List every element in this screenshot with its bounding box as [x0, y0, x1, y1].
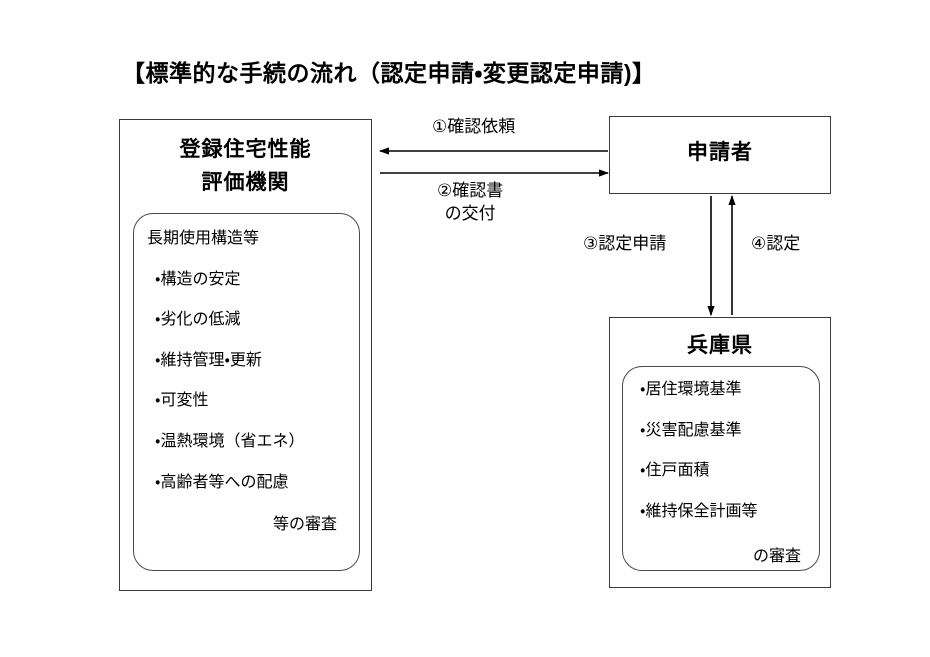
agency-title-line2: 評価機関 — [201, 170, 290, 194]
list-item: ・構造の安定 — [155, 270, 241, 288]
flow-label-step1: ①確認依頼 — [432, 117, 516, 136]
page-title: 【標準的な手続の流れ（認定申請・変更認定申請)】 — [122, 60, 656, 86]
agency-title-line1: 登録住宅性能 — [179, 138, 312, 161]
agency-box-title: 登録住宅性能 評価機関 — [120, 134, 371, 199]
list-item: ・高齢者等への配慮 — [155, 473, 289, 491]
list-item: ・劣化の低減 — [155, 311, 241, 329]
list-item: ・温熱環境（省エネ） — [155, 432, 305, 450]
prefecture-criteria-list: ・居住環境基準 ・災害配慮基準 ・住戸面積 ・維持保全計画等 — [623, 367, 819, 520]
list-item: ・災害配慮基準 — [640, 421, 742, 439]
list-item: ・維持保全計画等 — [640, 502, 758, 520]
agency-criteria-heading: 長期使用構造等 — [147, 230, 260, 247]
flow-label-step2-line1: ②確認書 — [437, 181, 504, 200]
applicant-box-title: 申請者 — [687, 141, 753, 164]
prefecture-criteria-footer: の審査 — [752, 548, 801, 565]
list-item: ・居住環境基準 — [640, 381, 742, 398]
agency-criteria-panel: 長期使用構造等 ・構造の安定 ・劣化の低減 ・維持管理・更新 ・可変性 ・温熱環… — [133, 213, 360, 571]
agency-criteria-list: 長期使用構造等 ・構造の安定 ・劣化の低減 ・維持管理・更新 ・可変性 ・温熱環… — [134, 214, 359, 491]
flow-label-step3: ③認定申請 — [583, 234, 667, 253]
prefecture-criteria-panel: ・居住環境基準 ・災害配慮基準 ・住戸面積 ・維持保全計画等 の審査 — [622, 366, 820, 571]
applicant-box: 申請者 — [609, 116, 831, 194]
prefecture-box-title: 兵庫県 — [687, 334, 753, 357]
flow-label-step2-line2: の交付 — [444, 203, 496, 223]
list-item: ・維持管理・更新 — [155, 351, 262, 369]
agency-criteria-footer: 等の審査 — [272, 516, 337, 533]
list-item: ・可変性 — [155, 392, 209, 410]
flow-label-step2: ②確認書 の交付 — [437, 180, 503, 226]
flow-label-step4: ④認定 — [751, 234, 801, 253]
list-item: ・住戸面積 — [640, 462, 710, 480]
